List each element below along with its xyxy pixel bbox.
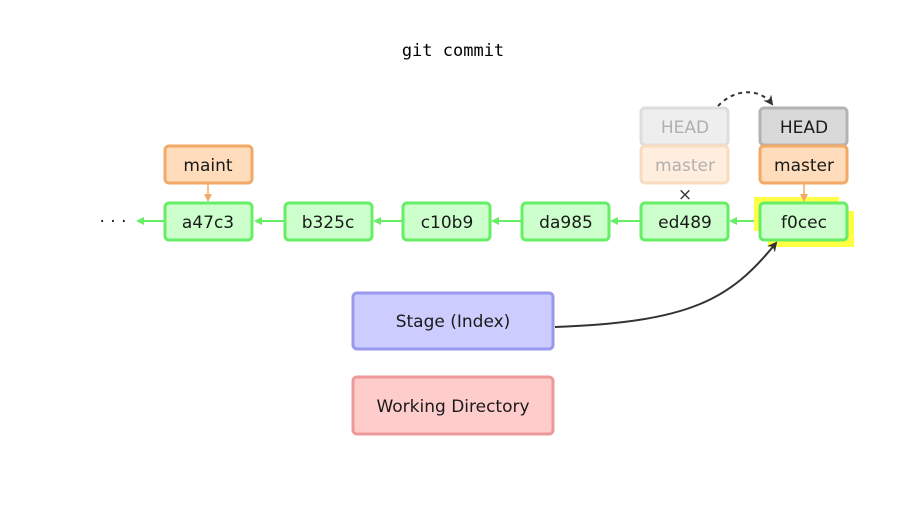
working-directory-box: Working Directory: [351, 375, 555, 436]
branch-label: master: [774, 156, 834, 176]
commit-b325c: b325c: [283, 201, 374, 242]
commit-f0cec: f0cec: [758, 201, 849, 242]
head-label: HEAD: [661, 118, 709, 138]
commit-da985: da985: [520, 201, 611, 242]
diagram-title: git commit: [402, 41, 504, 61]
commit-label: da985: [539, 213, 593, 233]
commit-label: a47c3: [182, 213, 234, 233]
old-head-ref: HEAD: [639, 106, 730, 147]
new-master-ref: master: [758, 144, 849, 185]
commit-a47c3: a47c3: [163, 201, 254, 242]
head-move-arrow: [717, 91, 774, 107]
commit-label: f0cec: [781, 213, 827, 233]
branch-maint: maint: [163, 144, 254, 185]
commit-label: b325c: [302, 213, 355, 233]
commit-label: c10b9: [421, 213, 474, 233]
new-head-ref: HEAD: [758, 106, 849, 147]
stage-label: Stage (Index): [396, 312, 511, 332]
commit-label: ed489: [658, 213, 712, 233]
commit-ed489: ed489: [639, 201, 730, 242]
old-master-ref: master: [639, 144, 730, 185]
working-directory-label: Working Directory: [376, 397, 529, 417]
branch-label: maint: [183, 156, 232, 176]
branch-label: master: [655, 156, 715, 176]
stage-index-box: Stage (Index): [351, 291, 555, 351]
removed-pointer-icon: ×: [678, 185, 692, 205]
head-label: HEAD: [780, 118, 828, 138]
commit-c10b9: c10b9: [401, 201, 492, 242]
stage-to-commit-arrow: [554, 241, 778, 328]
history-ellipsis: · · ·: [99, 212, 126, 232]
